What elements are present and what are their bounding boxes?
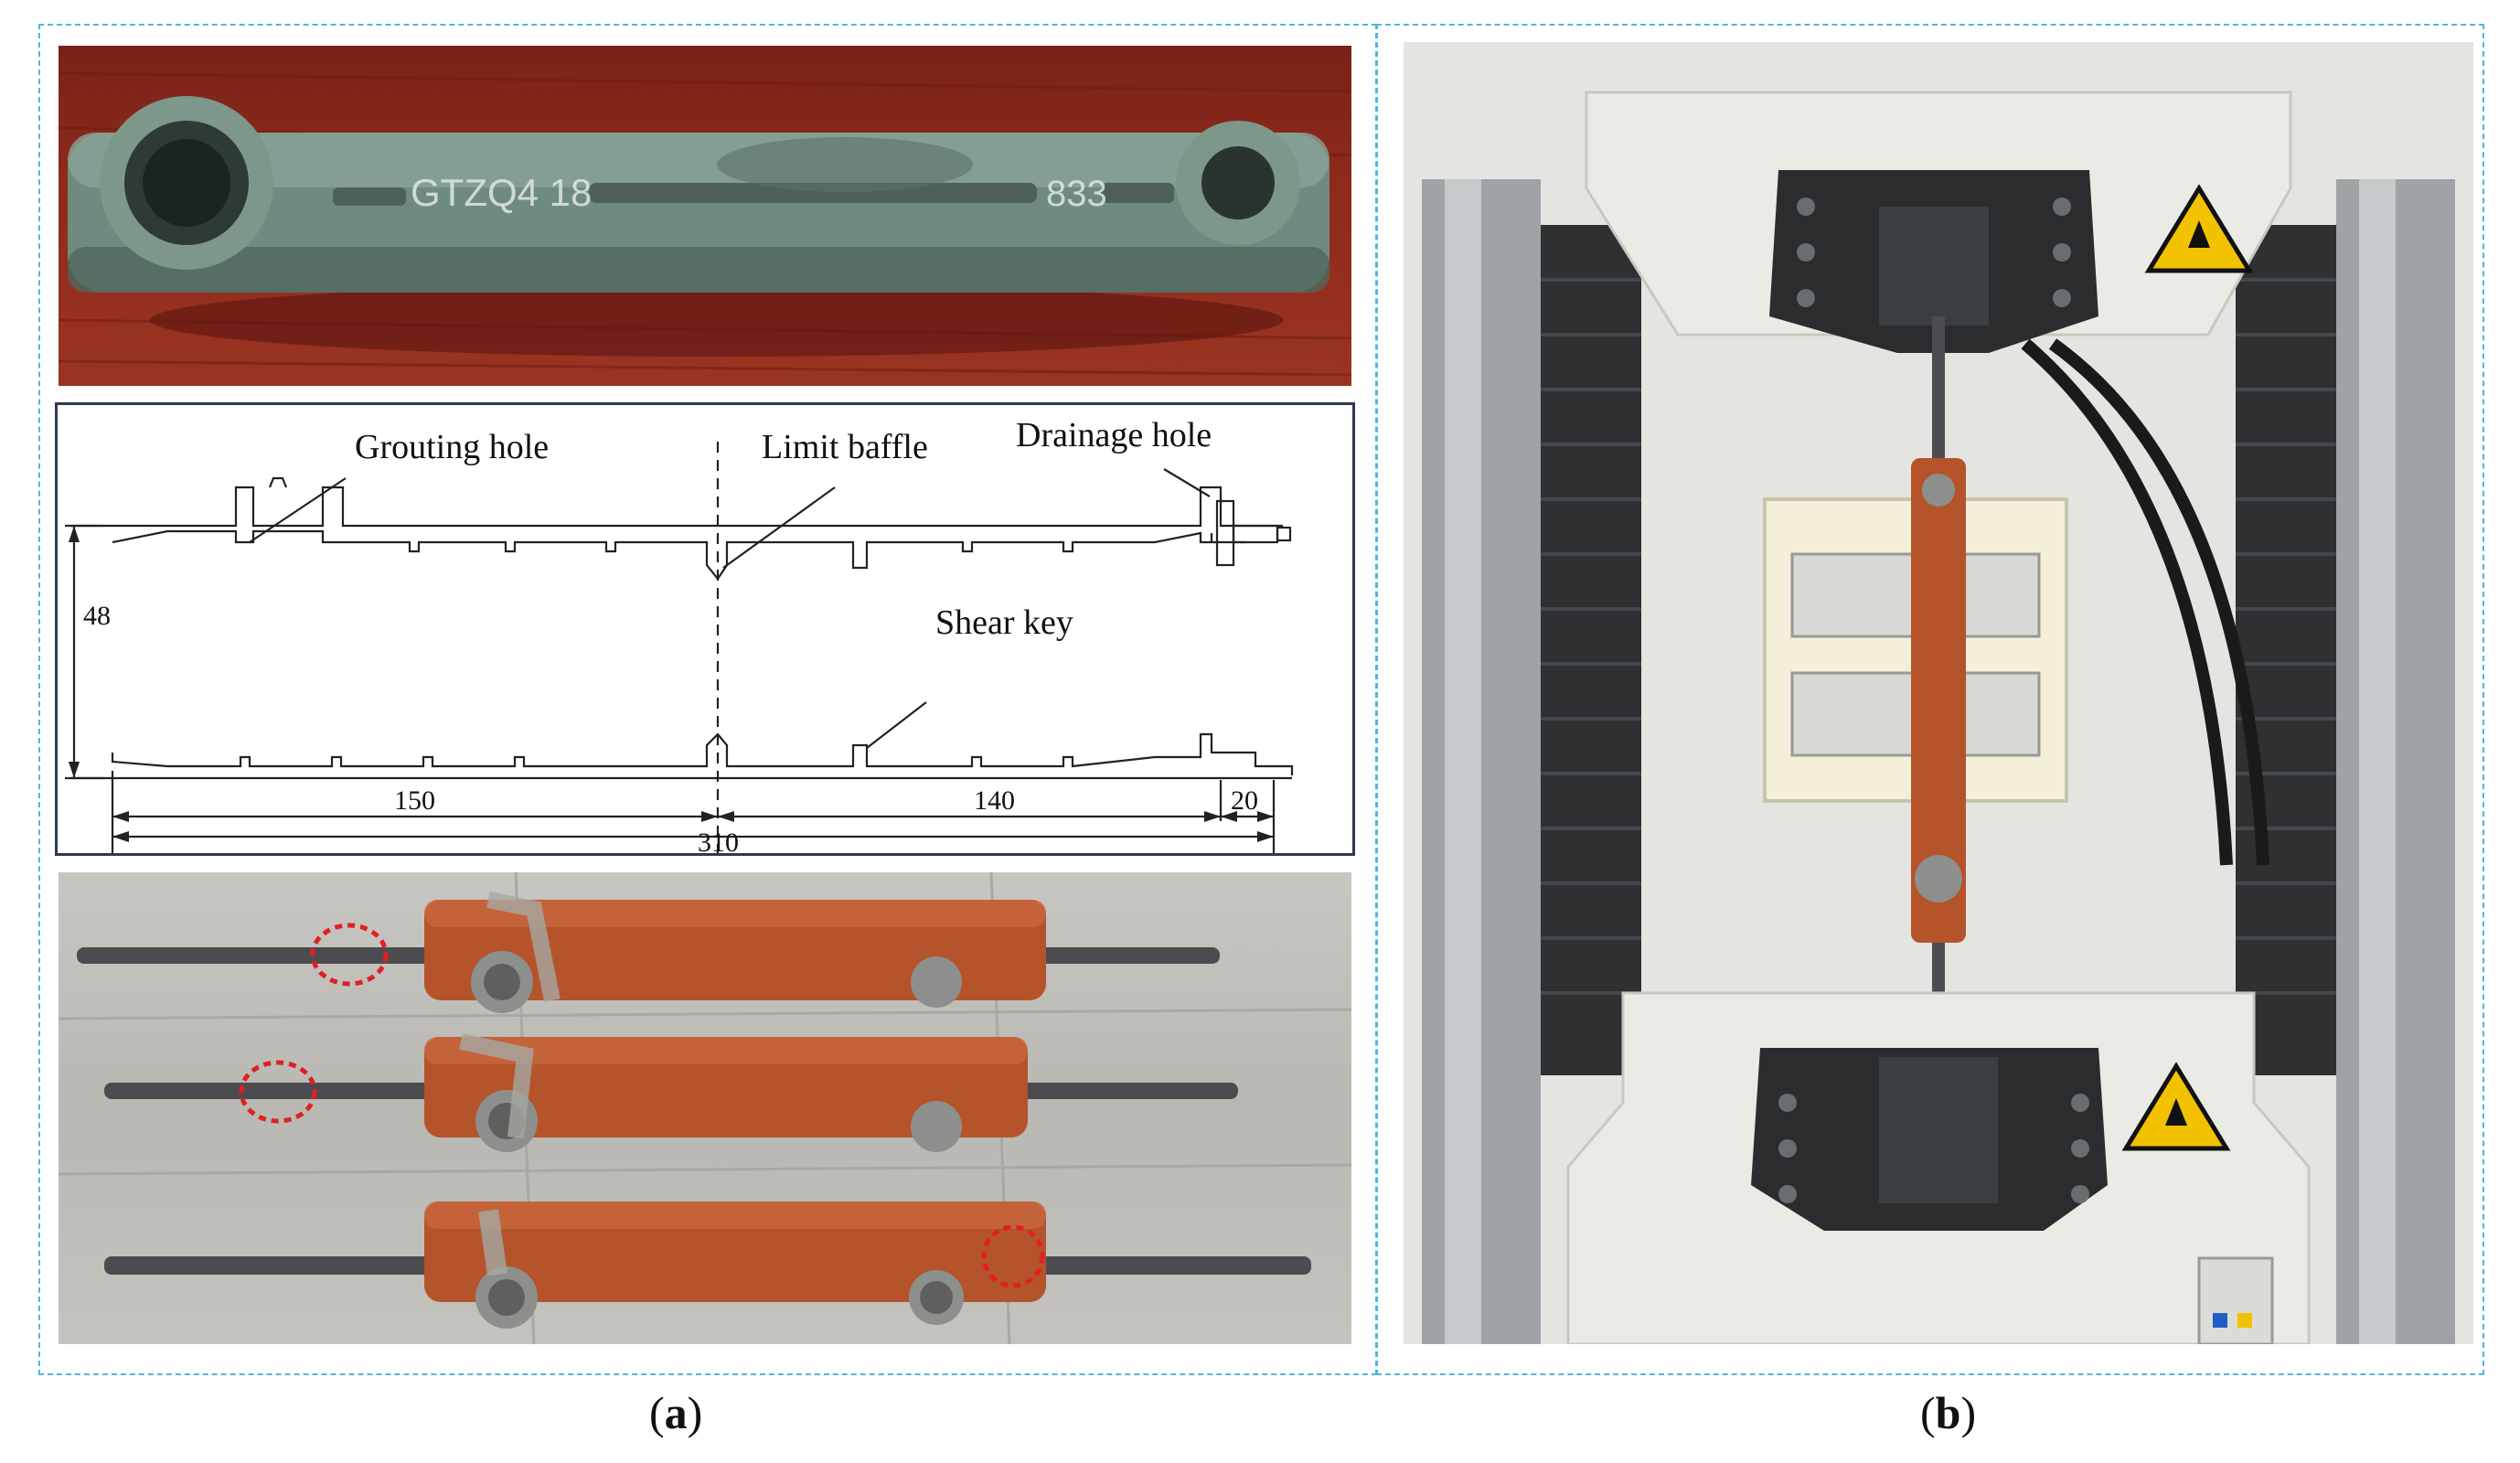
failure-marker [981, 1224, 1045, 1288]
hand-crush-warning-icon-lower [2121, 1062, 2231, 1151]
shear-key-label: Shear key [935, 603, 1073, 642]
tested-specimens-photo [59, 872, 1351, 1344]
dim-20: 20 [1231, 785, 1258, 816]
coupler-marking-right: 833 [1046, 174, 1107, 214]
control-box [2197, 1256, 2274, 1344]
dim-150: 150 [394, 785, 435, 816]
failure-marker [310, 923, 389, 987]
failure-marker [239, 1060, 317, 1124]
shear-key-leader [866, 701, 927, 749]
panel-a-caption: (a) [649, 1387, 703, 1438]
right-bellows [2236, 225, 2336, 1075]
outer-wall-top [70, 486, 1283, 528]
specimen-2 [104, 1033, 1238, 1152]
dim-310: 310 [698, 828, 739, 853]
specimen-3 [104, 1201, 1311, 1329]
specimen-1 [77, 892, 1220, 1013]
inner-wall-bottom [111, 732, 1294, 775]
inner-wall-top [112, 529, 1246, 581]
coupler-photo: GTZQ4 18 833 [59, 46, 1351, 386]
panel-b-frame [1376, 24, 2484, 1375]
drainage-hole-leader [1163, 468, 1211, 497]
dim-140: 140 [974, 785, 1015, 816]
coupler-specimen [1911, 458, 1966, 943]
drainage-hole-label: Drainage hole [1016, 416, 1212, 454]
grouting-hole-leader [249, 477, 347, 543]
dim-height: 48 [83, 601, 111, 631]
left-bellows [1541, 225, 1641, 1075]
coupler-marking: GTZQ4 18 [411, 171, 592, 214]
testing-machine-photo [1404, 42, 2473, 1344]
hand-crush-warning-icon [2144, 184, 2254, 273]
coupler-section-drawing: Grouting hole Limit baffle Drainage hole… [55, 402, 1355, 856]
grouting-hole-label: Grouting hole [355, 428, 549, 466]
panel-b-caption: (b) [1920, 1387, 1977, 1438]
limit-baffle-leader [722, 486, 836, 569]
limit-baffle-label: Limit baffle [762, 428, 928, 466]
